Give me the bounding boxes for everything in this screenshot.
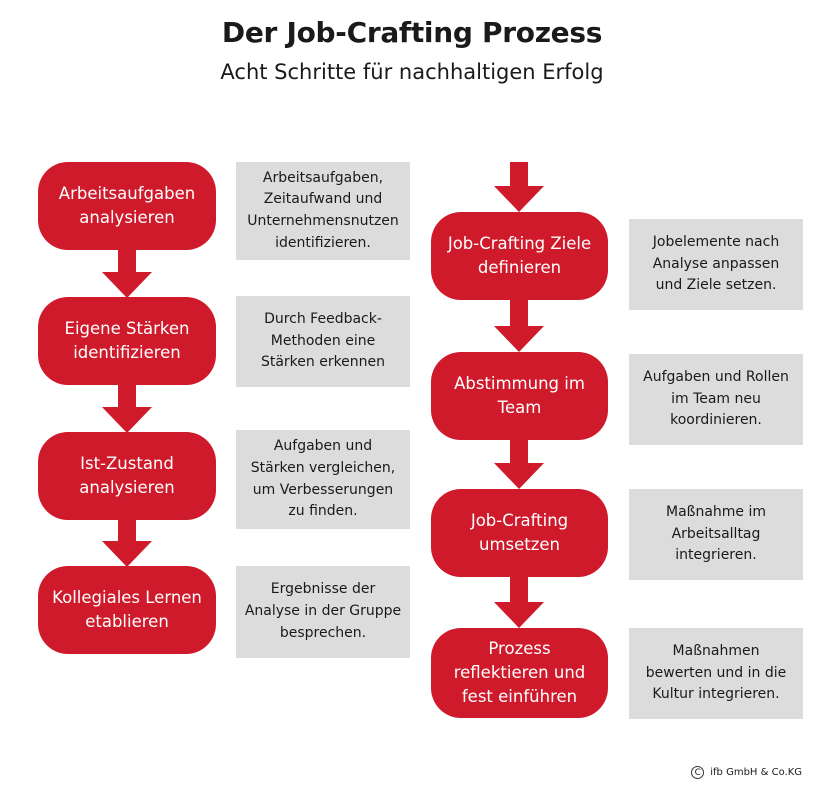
- step-arbeitsaufgaben-analysieren: Arbeitsaufgaben analysieren: [38, 162, 216, 250]
- arrow-down-icon: [494, 300, 544, 352]
- description-reflektieren: Maßnahmen bewerten und in die Kultur int…: [629, 628, 803, 719]
- description-kollegiales-lernen: Ergebnisse der Analyse in der Gruppe bes…: [236, 566, 410, 658]
- description-arbeitsaufgaben: Arbeitsaufgaben, Zeitaufwand und Unterne…: [236, 162, 410, 260]
- copyright-footer: C ifb GmbH & Co.KG: [691, 766, 802, 779]
- step-prozess-reflektieren: Prozess reflektieren und fest einführen: [431, 628, 608, 718]
- step-abstimmung-im-team: Abstimmung im Team: [431, 352, 608, 440]
- step-eigene-staerken-identifizieren: Eigene Stärken identifizieren: [38, 297, 216, 385]
- arrow-down-icon: [494, 162, 544, 212]
- step-ist-zustand-analysieren: Ist-Zustand analysieren: [38, 432, 216, 520]
- arrow-down-icon: [102, 385, 152, 433]
- page-title: Der Job-Crafting Prozess: [221, 16, 603, 49]
- step-job-crafting-ziele-definieren: Job-Crafting Ziele definieren: [431, 212, 608, 300]
- arrow-down-icon: [494, 440, 544, 489]
- arrow-down-icon: [102, 250, 152, 298]
- description-abstimmung: Aufgaben und Rollen im Team neu koordini…: [629, 354, 803, 445]
- page-subtitle: Acht Schritte für nachhaltigen Erfolg: [220, 60, 604, 84]
- step-job-crafting-umsetzen: Job-Crafting umsetzen: [431, 489, 608, 577]
- copyright-text: ifb GmbH & Co.KG: [710, 767, 802, 778]
- description-staerken: Durch Feedback- Methoden eine Stärken er…: [236, 296, 410, 387]
- arrow-down-icon: [102, 520, 152, 567]
- description-umsetzen: Maßnahme im Arbeitsalltag integrieren.: [629, 489, 803, 580]
- arrow-down-icon: [494, 577, 544, 628]
- copyright-icon: C: [691, 766, 705, 779]
- description-ist-zustand: Aufgaben und Stärken vergleichen, um Ver…: [236, 430, 410, 529]
- step-kollegiales-lernen-etablieren: Kollegiales Lernen etablieren: [38, 566, 216, 654]
- description-ziele: Jobelemente nach Analyse anpassen und Zi…: [629, 219, 803, 310]
